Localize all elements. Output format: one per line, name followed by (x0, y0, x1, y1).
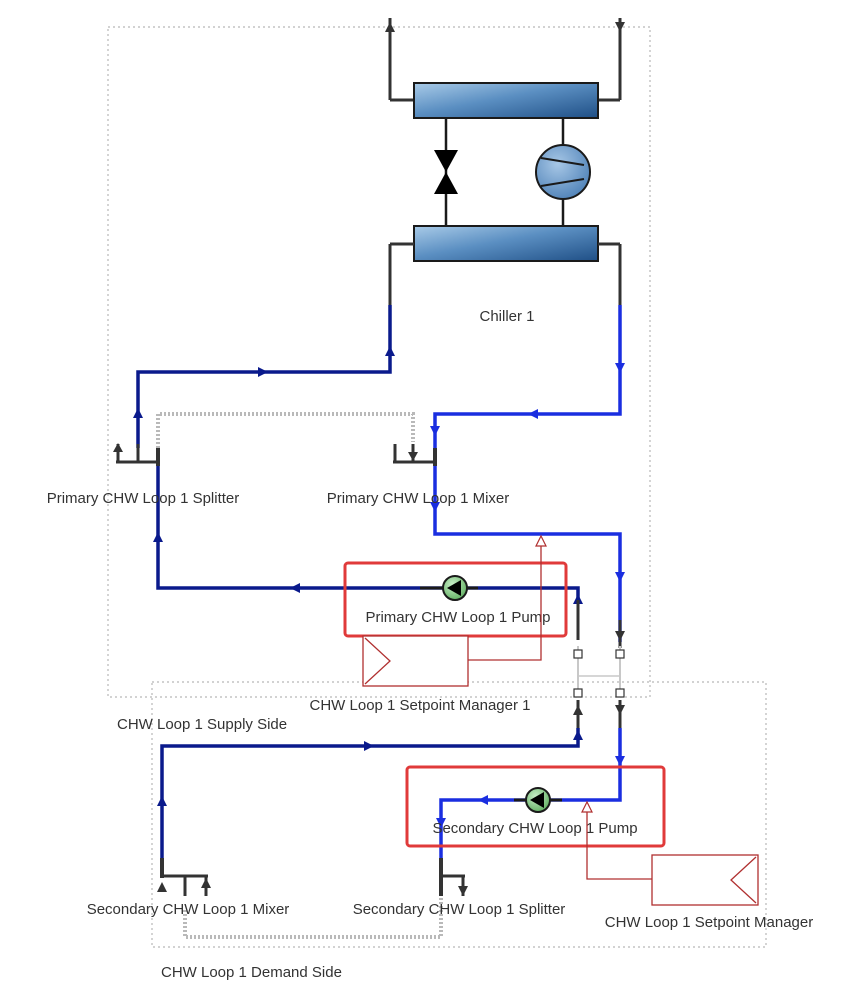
primary-mixer-label: Primary CHW Loop 1 Mixer (327, 490, 510, 507)
flow-arrow (430, 502, 440, 512)
primary-supply-pipes (133, 305, 583, 640)
setpoint-manager-symbol (730, 856, 757, 904)
node-connector[interactable] (615, 688, 625, 698)
chiller-label: Chiller 1 (479, 308, 534, 325)
sensor-arrow-icon (581, 800, 593, 813)
secondary-mixer[interactable]: Secondary CHW Loop 1 Mixer (87, 858, 290, 918)
secondary-splitter[interactable]: Secondary CHW Loop 1 Splitter (353, 858, 566, 918)
flow-arrow (364, 741, 374, 751)
flow-arrow (615, 572, 625, 582)
flow-arrow (258, 367, 268, 377)
flow-arrow (573, 730, 583, 740)
condenser-inlet-arrow (385, 22, 395, 32)
setpoint-manager-1-link (468, 538, 542, 661)
condenser-outlet-arrow (615, 22, 625, 32)
node-connector[interactable] (573, 688, 583, 698)
setpoint-manager-box (651, 854, 759, 906)
compressor-blade-top (540, 157, 585, 166)
pipe-mixer-to-demand (433, 466, 622, 642)
setpoint-manager-label: CHW Loop 1 Setpoint Manager (605, 914, 813, 931)
flow-arrow (458, 886, 468, 896)
node-connector[interactable] (573, 649, 583, 659)
flow-arrow (157, 882, 167, 892)
flow-arrow (430, 426, 440, 436)
primary-bypass-path (156, 412, 415, 448)
flow-arrow (153, 532, 163, 542)
flow-arrow (615, 756, 625, 766)
setpoint-manager-1[interactable]: CHW Loop 1 Setpoint Manager 1 (310, 534, 547, 714)
flow-arrow (436, 818, 446, 828)
primary-pump[interactable]: Primary CHW Loop 1 Pump (343, 561, 568, 638)
pump-direction-icon (530, 792, 544, 808)
setpoint-manager-1-label: CHW Loop 1 Setpoint Manager 1 (310, 697, 531, 714)
node-connector[interactable] (615, 649, 625, 659)
flow-arrow (290, 583, 300, 593)
secondary-pump-highlight (405, 765, 666, 848)
pump-direction-icon (447, 580, 461, 596)
flow-arrow (615, 363, 625, 373)
primary-splitter[interactable]: Primary CHW Loop 1 Splitter (47, 443, 240, 507)
secondary-splitter-label: Secondary CHW Loop 1 Splitter (353, 901, 566, 918)
loop-interface-connectors (573, 646, 625, 698)
pipe-chiller-to-mixer (433, 305, 622, 448)
secondary-mixer-label: Secondary CHW Loop 1 Mixer (87, 901, 290, 918)
flow-arrow (201, 878, 211, 888)
setpoint-manager-1-box (362, 635, 469, 687)
supply-side-label: CHW Loop 1 Supply Side (117, 716, 287, 733)
flow-arrow (133, 408, 143, 418)
evaporator (413, 225, 599, 262)
flow-arrow (385, 346, 395, 356)
sensor-arrow-icon (535, 534, 547, 547)
secondary-pump-label: Secondary CHW Loop 1 Pump (432, 820, 637, 837)
setpoint-manager[interactable]: CHW Loop 1 Setpoint Manager (581, 800, 813, 931)
supply-side-boundary (107, 26, 651, 698)
flow-arrow (573, 594, 583, 604)
flow-arrow (408, 452, 418, 461)
flow-arrow (615, 705, 625, 715)
compressor-blade-bottom (540, 178, 585, 187)
compressor-icon (535, 144, 591, 200)
primary-mixer[interactable]: Primary CHW Loop 1 Mixer (327, 444, 510, 507)
flow-arrow (478, 795, 488, 805)
demand-side-label: CHW Loop 1 Demand Side (161, 964, 342, 981)
condenser (413, 82, 599, 119)
flow-arrow (573, 705, 583, 715)
primary-pump-label: Primary CHW Loop 1 Pump (365, 609, 550, 626)
secondary-pump[interactable]: Secondary CHW Loop 1 Pump (405, 765, 666, 848)
flow-arrow (528, 409, 538, 419)
setpoint-manager-1-symbol (364, 637, 391, 685)
expansion-valve-icon-lower (434, 172, 458, 194)
secondary-supply-pipes (157, 700, 583, 858)
primary-splitter-label: Primary CHW Loop 1 Splitter (47, 490, 240, 507)
chiller[interactable]: Chiller 1 (385, 18, 625, 325)
pipe-splitter-to-chiller (136, 305, 392, 448)
flow-arrow (113, 443, 123, 452)
secondary-bypass-path (183, 896, 443, 939)
flow-arrow (157, 796, 167, 806)
primary-return-pipes (430, 305, 625, 648)
expansion-valve-icon (434, 150, 458, 172)
setpoint-manager-link (586, 806, 652, 880)
